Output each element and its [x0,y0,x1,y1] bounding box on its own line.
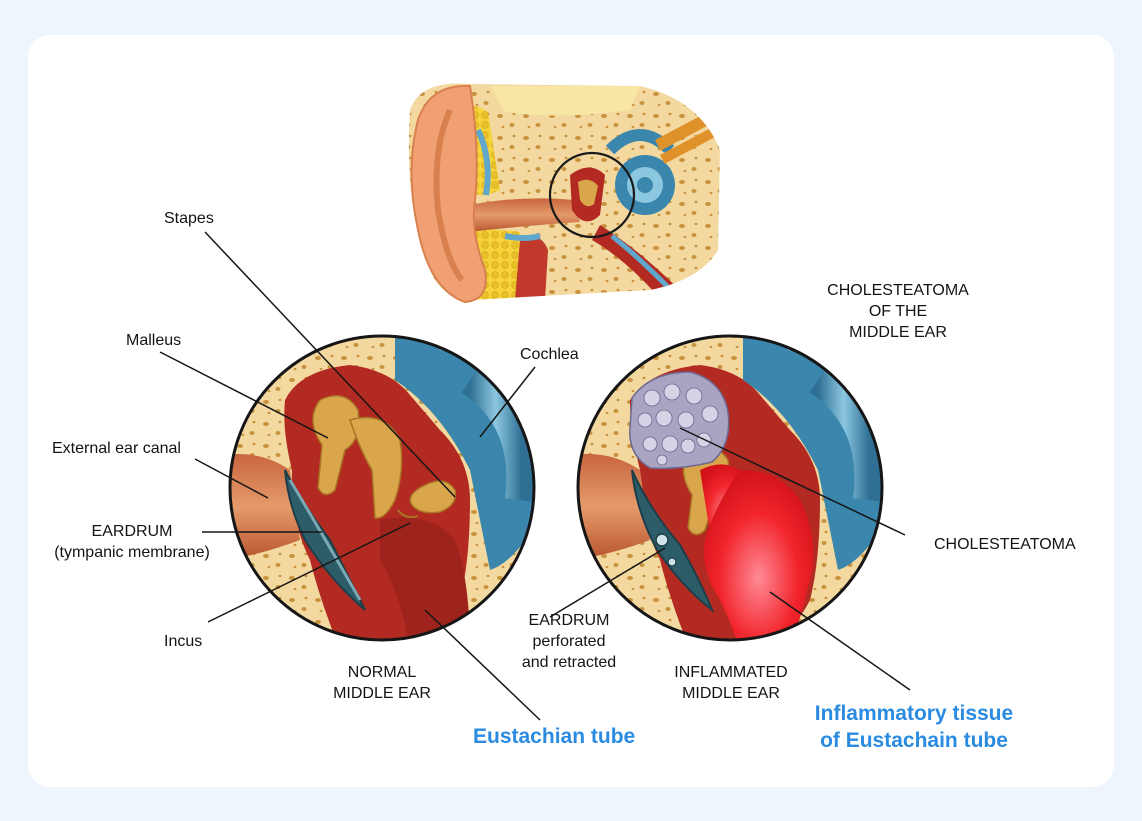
inflamed-ear-circle-outline [576,334,884,642]
ear-cross-section-illustration [408,83,720,304]
inflammatory-tissue-leader-line [769,591,911,691]
eustachian-tube-leader-line [424,609,541,721]
magnifier-circle [548,151,636,239]
inflamed-middle-ear-label: INFLAMMATED MIDDLE EAR [674,664,788,702]
malleus-leader-line [159,351,329,439]
eardrum-perforated-label: EARDRUM perforated and retracted [521,612,617,671]
eardrum-perforated-leader-line [549,547,666,618]
eardrum-label: EARDRUM (tympanic membrane) [54,523,210,561]
normal-ear-circle-outline [228,334,536,642]
inflammatory-tissue-label: Inflammatory tissue of Eustachain tube [814,702,1014,752]
cochlea-label: Cochlea [520,346,579,363]
malleus-label: Malleus [126,332,182,349]
incus-leader-line [207,522,411,623]
leader-lines [159,231,911,721]
normal-middle-ear-illustration [228,334,536,642]
eustachian-tube-label: Eustachian tube [473,725,636,748]
incus-label: Incus [164,633,203,650]
cholesteatoma-of-middle-ear-title: CHOLESTEATOMA OF THE MIDDLE EAR [827,282,969,341]
cholesteatoma-leader-line [679,427,906,536]
inflamed-middle-ear-illustration [576,334,884,642]
external-ear-canal-leader-line [194,458,269,499]
stapes-label: Stapes [164,210,214,227]
cochlea-leader-line [479,366,536,438]
stapes-leader-line [204,231,456,498]
cholesteatoma-label: CHOLESTEATOMA [934,536,1076,553]
normal-middle-ear-label: NORMAL MIDDLE EAR [333,664,431,702]
external-ear-canal-label: External ear canal [52,440,181,457]
